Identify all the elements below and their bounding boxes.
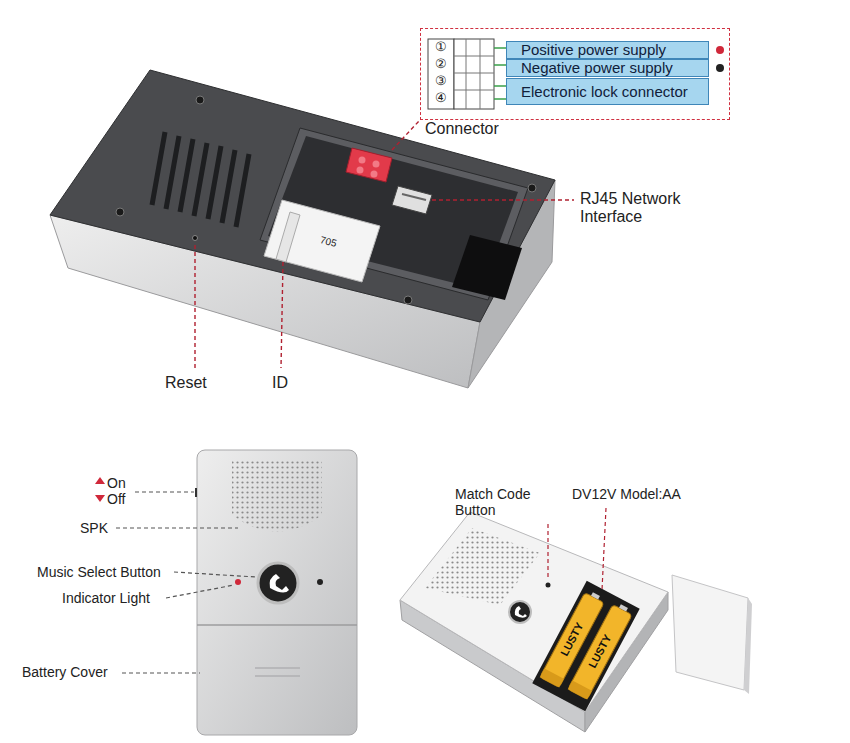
terminal-wires [494, 48, 507, 99]
battery-holder [532, 581, 639, 712]
reset-hole [193, 236, 198, 241]
chime-face [400, 512, 668, 712]
leader-lines [195, 121, 574, 368]
leader-line [166, 585, 234, 598]
cover-edge [744, 598, 752, 694]
cable-slot [452, 235, 522, 300]
holder-well [532, 581, 639, 712]
hole [317, 579, 323, 585]
music-button [258, 563, 298, 603]
part-label: ID [272, 374, 288, 392]
rj45-contacts [402, 194, 426, 200]
terminal-label-box: Electronic lock connector [506, 78, 709, 105]
wire-connector [346, 148, 392, 182]
part-label: Battery Cover [22, 664, 108, 680]
sticker-text: 705 [319, 234, 338, 249]
match-code-hole [546, 583, 551, 588]
part-label: SPK [80, 520, 108, 536]
battery-terminal [591, 592, 600, 599]
battery-cover [672, 575, 748, 690]
leader-line [116, 527, 238, 528]
screw-hole [196, 96, 204, 104]
leader-line [194, 245, 195, 368]
indicator-light [235, 579, 241, 585]
terminal-number: ② [434, 57, 448, 72]
cover-seam [197, 624, 357, 626]
cover-grip [255, 668, 300, 676]
part-label: RJ45 Network Interface [580, 190, 700, 227]
screw-hole [528, 184, 536, 192]
id-sticker [264, 200, 380, 282]
positive-dot [716, 46, 724, 54]
chime-front [95, 450, 357, 735]
doorbell-unit [50, 70, 555, 388]
speaker-grille [425, 528, 540, 605]
heading: Connector [425, 120, 499, 138]
terminal-grid [454, 39, 494, 109]
speaker-vents [152, 132, 249, 227]
terminal-label: Negative power supply [521, 60, 673, 76]
connector-detail [428, 39, 724, 109]
leader-lines [548, 508, 606, 590]
part-label: Reset [165, 374, 207, 392]
part-label: Music Select Button [37, 564, 161, 580]
switch-label: Off [107, 491, 125, 507]
part-label: Match Code Button [455, 486, 563, 518]
leader-line [174, 572, 256, 577]
battery-end [568, 680, 592, 699]
chime-open [400, 512, 752, 732]
connector-frame: ConnectorPositive power supplyNegative p… [420, 28, 730, 120]
terminal-number: ③ [434, 74, 448, 89]
connector-pin [373, 161, 380, 168]
recess-rim [260, 128, 528, 300]
part-label: DV12V Model:AA [572, 486, 681, 502]
leader-line [602, 508, 606, 590]
terminal-label: Electronic lock connector [521, 84, 688, 100]
terminal-block [428, 39, 454, 109]
connector-pin [359, 157, 366, 164]
leader-line [122, 672, 200, 673]
terminal-label-box: Positive power supply [506, 41, 709, 59]
screw-hole [116, 208, 124, 216]
battery-terminal [619, 604, 628, 611]
leader-lines [116, 492, 256, 673]
connector-pin [371, 171, 378, 178]
music-button [509, 601, 531, 623]
leader-line [432, 199, 574, 200]
power-switch [195, 488, 197, 497]
terminal-label: Positive power supply [521, 42, 666, 58]
negative-dot [716, 64, 724, 72]
phone-icon [270, 574, 289, 593]
chime-housing [197, 450, 357, 735]
terminal-number: ④ [434, 91, 448, 106]
down-arrow [95, 495, 105, 502]
speaker-grille [232, 460, 322, 532]
part-label: Indicator Light [62, 590, 150, 606]
battery [568, 601, 634, 700]
leader-line [135, 491, 194, 492]
switch-label: On [107, 475, 126, 491]
leader-line [392, 121, 419, 150]
battery-brand: LUSTY [556, 616, 589, 663]
rj45-port [392, 186, 432, 214]
battery-body [568, 604, 632, 699]
screw-hole [404, 296, 412, 304]
terminal-label-box: Negative power supply [506, 59, 709, 77]
leader-line [281, 262, 283, 368]
battery-brand: LUSTY [584, 628, 617, 675]
up-arrow [95, 477, 105, 484]
terminal-number: ① [434, 40, 448, 55]
leader-line [547, 524, 548, 579]
connector-pin [357, 167, 364, 174]
terminal-block-body [454, 39, 494, 109]
battery-end [540, 668, 564, 687]
phone-icon [515, 606, 527, 618]
id-strip [276, 212, 300, 262]
